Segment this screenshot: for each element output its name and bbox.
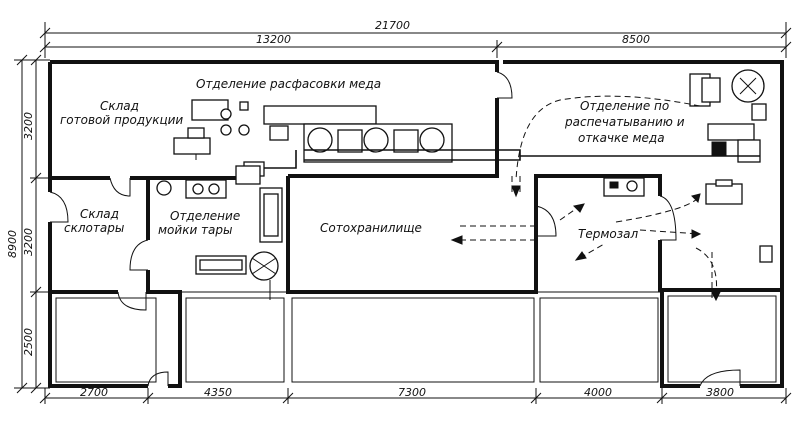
room-label-comb-storage: Сотохранилище bbox=[320, 221, 422, 235]
building-walls bbox=[48, 60, 784, 388]
room-label-finished-goods-2: готовой продукции bbox=[60, 113, 183, 127]
dim-total-height: 8900 bbox=[6, 230, 19, 258]
room-label-uncapping-1: Отделение по bbox=[580, 99, 669, 113]
room-label-washing-2: мойки тары bbox=[158, 223, 233, 237]
washing-equipment bbox=[156, 165, 283, 300]
door-swings bbox=[49, 71, 741, 387]
room-label-washing-1: Отделение bbox=[170, 209, 240, 223]
dim-bottom-3: 7300 bbox=[398, 386, 426, 399]
dim-total-width: 21700 bbox=[375, 19, 410, 32]
packing-equipment bbox=[173, 99, 521, 177]
bottom-bays bbox=[55, 295, 777, 383]
dim-bottom-1: 2700 bbox=[80, 386, 108, 399]
dim-left-mid: 3200 bbox=[22, 228, 35, 256]
dim-top-right: 8500 bbox=[622, 33, 650, 46]
room-label-container-store-1: Склад bbox=[80, 207, 119, 221]
arrow-heads bbox=[450, 185, 721, 302]
room-label-finished-goods-1: Склад bbox=[100, 99, 139, 113]
dim-bottom-2: 4350 bbox=[204, 386, 232, 399]
room-label-container-store-2: склотары bbox=[64, 221, 124, 235]
dim-left-bottom: 2500 bbox=[22, 328, 35, 356]
dimension-lines bbox=[14, 22, 792, 404]
room-label-packing: Отделение расфасовки меда bbox=[196, 77, 381, 91]
uncapping-equipment bbox=[520, 69, 773, 263]
dim-bottom-5: 3800 bbox=[706, 386, 734, 399]
room-label-uncapping-3: откачке меда bbox=[578, 131, 665, 145]
dim-left-top: 3200 bbox=[22, 112, 35, 140]
dim-top-left: 13200 bbox=[256, 33, 291, 46]
room-label-thermal-room: Термозал bbox=[578, 227, 638, 241]
room-label-uncapping-2: распечатыванию и bbox=[564, 115, 685, 129]
dim-bottom-4: 4000 bbox=[584, 386, 612, 399]
